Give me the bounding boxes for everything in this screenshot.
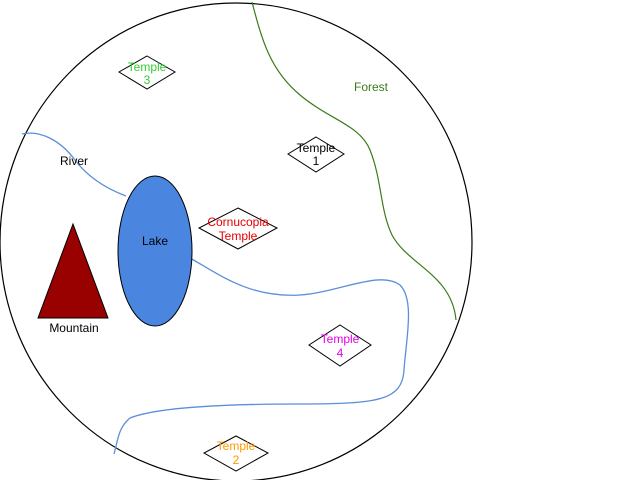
mountain-label: Mountain bbox=[49, 321, 98, 335]
lake bbox=[117, 175, 193, 327]
cornucopia-marker bbox=[197, 207, 279, 250]
temple-4-marker bbox=[308, 324, 372, 367]
temple-4-label-line2: 4 bbox=[337, 346, 344, 360]
temple-1-marker bbox=[287, 136, 345, 173]
river-lower bbox=[113, 257, 410, 455]
temple-3-label-line2: 3 bbox=[144, 73, 151, 87]
forest-label: Forest bbox=[354, 80, 389, 94]
arena-boundary bbox=[0, 2, 473, 480]
temple-2-label-line2: 2 bbox=[233, 453, 240, 467]
forest-edge bbox=[251, 1, 457, 321]
river-upper bbox=[21, 132, 127, 197]
cornucopia-label-line1: Cornucopia bbox=[207, 215, 269, 229]
cornucopia-label-line2: Temple bbox=[219, 229, 258, 243]
temple-3-marker bbox=[118, 55, 176, 90]
temple-4-label-line1: Temple bbox=[321, 332, 360, 346]
temple-2-label-line1: Temple bbox=[217, 439, 256, 453]
mountain bbox=[37, 222, 109, 319]
temple-1-label-line1: Temple bbox=[297, 141, 336, 155]
river-label: River bbox=[60, 154, 88, 168]
temple-3-label-line1: Temple bbox=[128, 60, 167, 74]
temple-1-label-line2: 1 bbox=[313, 154, 320, 168]
lake-label: Lake bbox=[142, 234, 168, 248]
temple-2-marker bbox=[202, 435, 270, 472]
